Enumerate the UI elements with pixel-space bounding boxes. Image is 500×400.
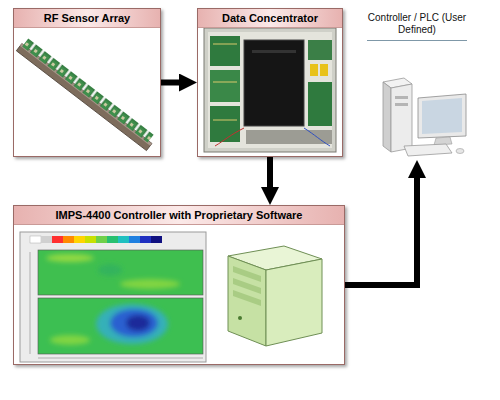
server-icon bbox=[228, 246, 322, 346]
heatmap-screenshot bbox=[151, 236, 162, 243]
concentrator-photo bbox=[308, 82, 332, 126]
component-box: RF Sensor Array bbox=[13, 8, 161, 157]
flow-arrow bbox=[267, 157, 273, 196]
heatmap-screenshot bbox=[98, 264, 122, 276]
concentrator-photo bbox=[304, 128, 330, 146]
heatmap-screenshot bbox=[38, 298, 203, 354]
concentrator-photo bbox=[213, 44, 237, 45]
sensor-array-illustration bbox=[22, 38, 153, 142]
computer-icon bbox=[391, 84, 412, 152]
box-title: Controller / PLC (User Defined) bbox=[367, 12, 467, 41]
computer-icon bbox=[395, 96, 408, 99]
box-title: IMPS-4400 Controller with Proprietary So… bbox=[14, 206, 344, 225]
heatmap-screenshot bbox=[129, 236, 140, 243]
computer-icon bbox=[395, 103, 408, 106]
heatmap-screenshot bbox=[63, 236, 74, 243]
concentrator-photo bbox=[213, 120, 237, 121]
concentrator-photo bbox=[246, 130, 332, 144]
box-title: Data Concentrator bbox=[198, 9, 342, 28]
computer-icon bbox=[383, 78, 466, 156]
component-node: Controller / PLC (User Defined) bbox=[362, 8, 472, 160]
concentrator-photo bbox=[215, 128, 244, 146]
concentrator-photo bbox=[310, 64, 318, 76]
concentrator-photo bbox=[210, 106, 240, 142]
heatmap-screenshot bbox=[41, 236, 52, 243]
heatmap-screenshot bbox=[30, 252, 31, 354]
heatmap-screenshot bbox=[85, 236, 96, 243]
heatmap-screenshot bbox=[30, 236, 41, 243]
heatmap-screenshot bbox=[50, 335, 90, 345]
concentrator-photo bbox=[244, 40, 304, 126]
heatmap-screenshot bbox=[96, 236, 107, 243]
concentrator-photo bbox=[210, 70, 240, 102]
concentrator-photo bbox=[308, 40, 332, 60]
computer-icon bbox=[456, 149, 464, 154]
server-icon bbox=[238, 316, 242, 320]
heatmap-screenshot bbox=[52, 236, 63, 243]
heatmap-screenshot bbox=[107, 236, 118, 243]
concentrator-photo bbox=[320, 64, 328, 76]
box-title: RF Sensor Array bbox=[14, 9, 160, 28]
heatmap-screenshot bbox=[140, 236, 151, 243]
concentrator-photo bbox=[252, 50, 296, 53]
component-box: Data Concentrator bbox=[197, 8, 343, 157]
heatmap-screenshot bbox=[118, 236, 129, 243]
concentrator-photo bbox=[213, 82, 237, 83]
heatmap-screenshot bbox=[46, 254, 94, 262]
heatmap-screenshot bbox=[38, 358, 203, 359]
concentrator-photo bbox=[204, 28, 336, 152]
heatmap-screenshot bbox=[96, 304, 168, 344]
heatmap-screenshot bbox=[46, 254, 180, 289]
heatmap-screenshot bbox=[74, 236, 85, 243]
concentrator-photo bbox=[204, 28, 336, 152]
flow-arrow bbox=[161, 80, 188, 86]
heatmap-screenshot bbox=[126, 315, 150, 331]
computer-icon bbox=[422, 98, 462, 134]
sensor-array-illustration bbox=[16, 37, 156, 150]
component-box: IMPS-4400 Controller with Proprietary So… bbox=[13, 205, 345, 365]
server-icon bbox=[233, 290, 261, 306]
flow-arrow bbox=[345, 169, 417, 285]
server-icon bbox=[266, 259, 322, 346]
heatmap-screenshot bbox=[50, 304, 168, 345]
heatmap-screenshot bbox=[120, 279, 180, 289]
concentrator-photo bbox=[210, 36, 240, 66]
concentrator-photo bbox=[208, 32, 332, 148]
heatmap-screenshot bbox=[38, 250, 203, 295]
computer-icon bbox=[418, 94, 466, 138]
heatmap-screenshot bbox=[110, 309, 158, 337]
heatmap-screenshot bbox=[20, 232, 206, 362]
heatmap-screenshot bbox=[20, 232, 206, 362]
server-icon bbox=[228, 256, 266, 346]
sensor-array-illustration bbox=[16, 44, 152, 151]
computer-icon bbox=[383, 82, 391, 152]
computer-icon bbox=[404, 144, 452, 156]
